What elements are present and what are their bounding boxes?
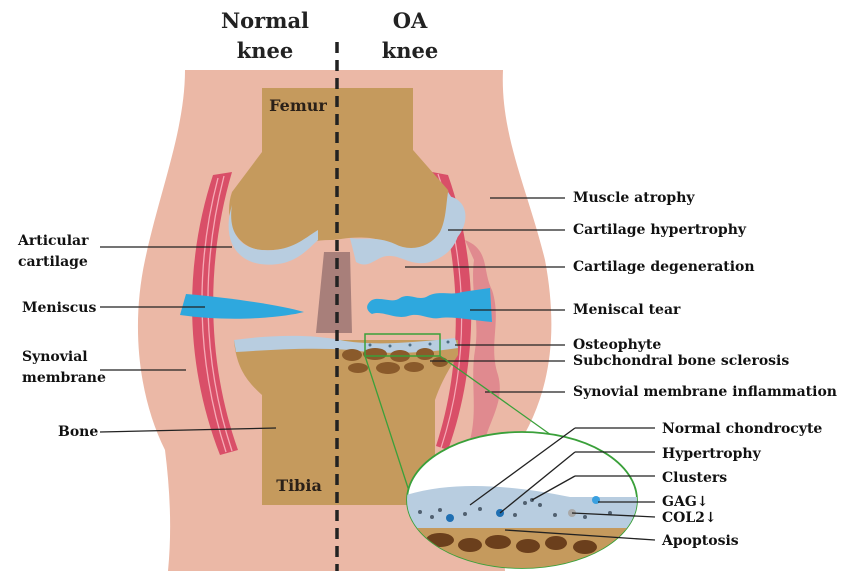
- label-gag: GAG↓: [662, 494, 709, 510]
- label-synovial-membrane-1: Synovial: [22, 349, 88, 365]
- inset-cell: [430, 515, 434, 519]
- hypertrophic-chondrocyte: [446, 514, 454, 522]
- label-cartilage-degeneration: Cartilage degeneration: [573, 259, 755, 275]
- label-meniscus: Meniscus: [22, 300, 96, 316]
- label-normal-chondrocyte: Normal chondrocyte: [662, 421, 822, 437]
- label-clusters: Clusters: [662, 470, 727, 486]
- inset-cell: [513, 513, 517, 517]
- label-muscle-atrophy: Muscle atrophy: [573, 190, 695, 206]
- inset-cell: [438, 508, 442, 512]
- label-subchondral-bone-sclerosis: Subchondral bone sclerosis: [573, 353, 789, 369]
- label-apoptosis: Apoptosis: [661, 533, 739, 549]
- label-hypertrophy: Hypertrophy: [662, 446, 762, 462]
- sclerosis-patch: [432, 357, 448, 367]
- inset-cell: [538, 503, 542, 507]
- sclerosis-patch: [342, 349, 362, 361]
- sclerosis-patch: [404, 362, 424, 372]
- label-articular-cartilage-1: Articular: [17, 233, 89, 249]
- inset-cell: [478, 507, 482, 511]
- inset-sclerosis-patch: [545, 536, 567, 550]
- sclerosis-patch: [416, 348, 434, 360]
- label-cartilage-hypertrophy: Cartilage hypertrophy: [573, 222, 747, 238]
- cartilage-dot: [447, 341, 450, 344]
- inset-cell: [583, 515, 587, 519]
- cartilage-dot: [429, 343, 432, 346]
- inset-sclerosis-patch: [458, 538, 482, 552]
- femur-label: Femur: [269, 96, 327, 115]
- label-col2: COL2↓: [662, 510, 717, 526]
- label-synovial-membrane-2: membrane: [22, 370, 106, 386]
- label-synovial-membrane-inflammation: Synovial membrane inflammation: [573, 384, 837, 400]
- inset-cell: [418, 510, 422, 514]
- inset-cell: [463, 512, 467, 516]
- sclerosis-patch: [363, 348, 387, 360]
- cartilage-dot: [389, 345, 392, 348]
- label-bone: Bone: [58, 424, 98, 440]
- inset-cell: [553, 513, 557, 517]
- header-oa-line2: knee: [382, 38, 439, 63]
- inset-sclerosis-patch: [485, 535, 511, 549]
- header-oa-line1: OA: [393, 8, 428, 33]
- inset-sclerosis-patch: [516, 539, 540, 553]
- header-normal-line1: Normal: [221, 8, 309, 33]
- sclerosis-patch: [348, 363, 368, 373]
- gag-marker: [592, 496, 600, 504]
- sclerosis-patch: [376, 362, 400, 374]
- inset-cell: [523, 501, 527, 505]
- label-articular-cartilage-2: cartilage: [18, 254, 88, 270]
- tibia-label: Tibia: [276, 476, 322, 495]
- label-osteophyte: Osteophyte: [573, 337, 661, 353]
- cartilage-dot: [369, 344, 372, 347]
- cartilage-dot: [409, 344, 412, 347]
- header-normal-line2: knee: [237, 38, 294, 63]
- inset-sclerosis-patch: [573, 540, 597, 554]
- label-meniscal-tear: Meniscal tear: [573, 302, 681, 318]
